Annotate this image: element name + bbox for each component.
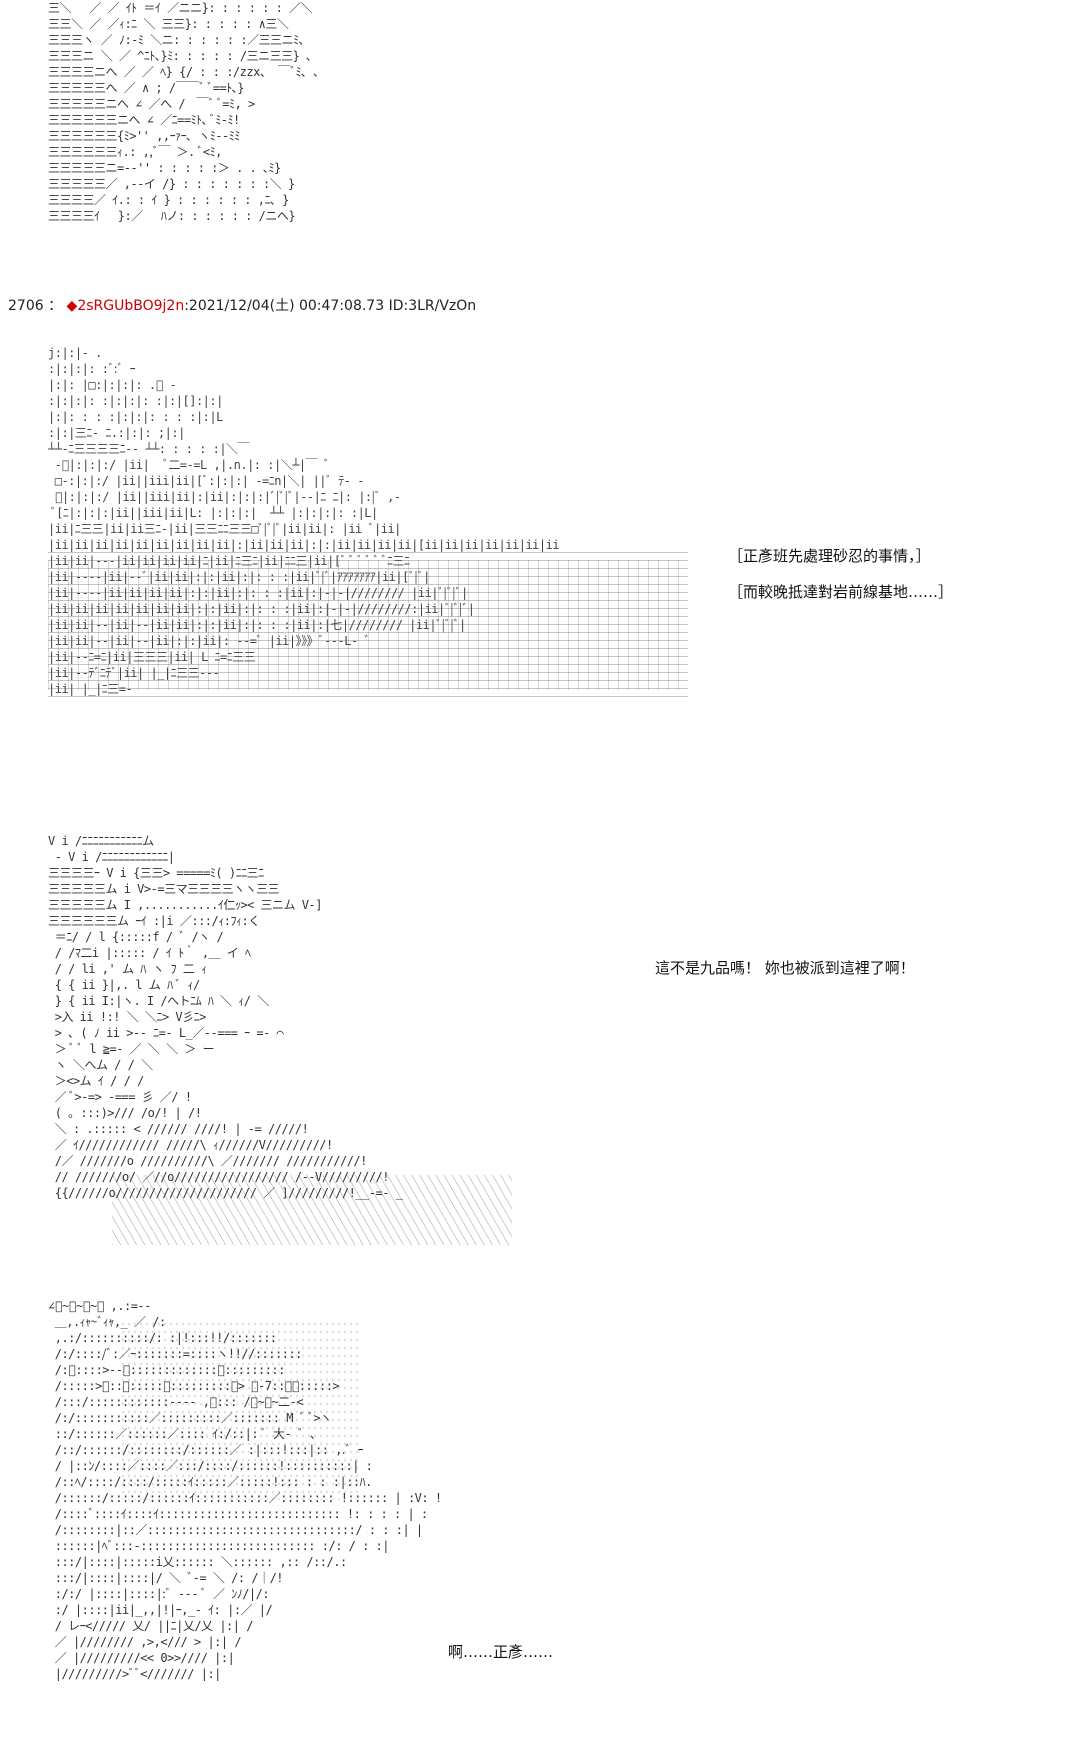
hair-shading	[120, 1320, 360, 1500]
post-separator: ：	[48, 298, 63, 314]
ascii-art-scene-1: 三＼ ／ ／ ｲﾄ ＝ｲ ／ニニ}: : : : : : ／＼ 三三＼ ／ ／ｨ…	[48, 1, 319, 223]
narration-caption-2: ［而較晚抵達對岩前線基地……］	[728, 583, 954, 601]
building-hatching	[48, 552, 688, 702]
robe-hatching	[112, 1175, 512, 1245]
building-columns	[48, 560, 688, 690]
post-number: 2706	[8, 298, 44, 314]
ascii-art-scene-3-text: V i /ﾆﾆﾆﾆﾆﾆﾆﾆﾆﾆﾆム - V i /ﾆﾆﾆﾆﾆﾆﾆﾆﾆﾆﾆﾆ| 三…	[48, 834, 403, 1200]
poster-name-link[interactable]: 2sRGUbBO9j2n	[77, 298, 185, 314]
dialogue-caption-1: 這不是九品嗎！ 妳也被派到這裡了啊！	[655, 959, 915, 977]
post-datetime-id: :2021/12/04(土) 00:47:08.73 ID:3LR/VzOn	[184, 298, 477, 314]
trip-marker-icon: ◆	[66, 298, 78, 314]
ascii-art-scene-4-text: ∠ﾞ~ﾞ~ﾞ~ﾞ ,.:=‐‐ ＿,.ｨｬ~ﾞｨｬ,_ ／ /: ,.:/:::…	[48, 1299, 442, 1681]
ascii-art-scene-2-text: j:|:|‐ . :|:|:|: :ﾞ:ﾞ ｰ |:|: |□:|:|:|: .…	[48, 346, 560, 696]
narration-caption-1: ［正彥班先處理砂忍的事情，］	[728, 547, 931, 565]
post-header: 2706 ： ◆2sRGUbBO9j2n:2021/12/04(土) 00:47…	[8, 297, 476, 315]
dialogue-caption-2: 啊……正彥……	[448, 1643, 554, 1661]
